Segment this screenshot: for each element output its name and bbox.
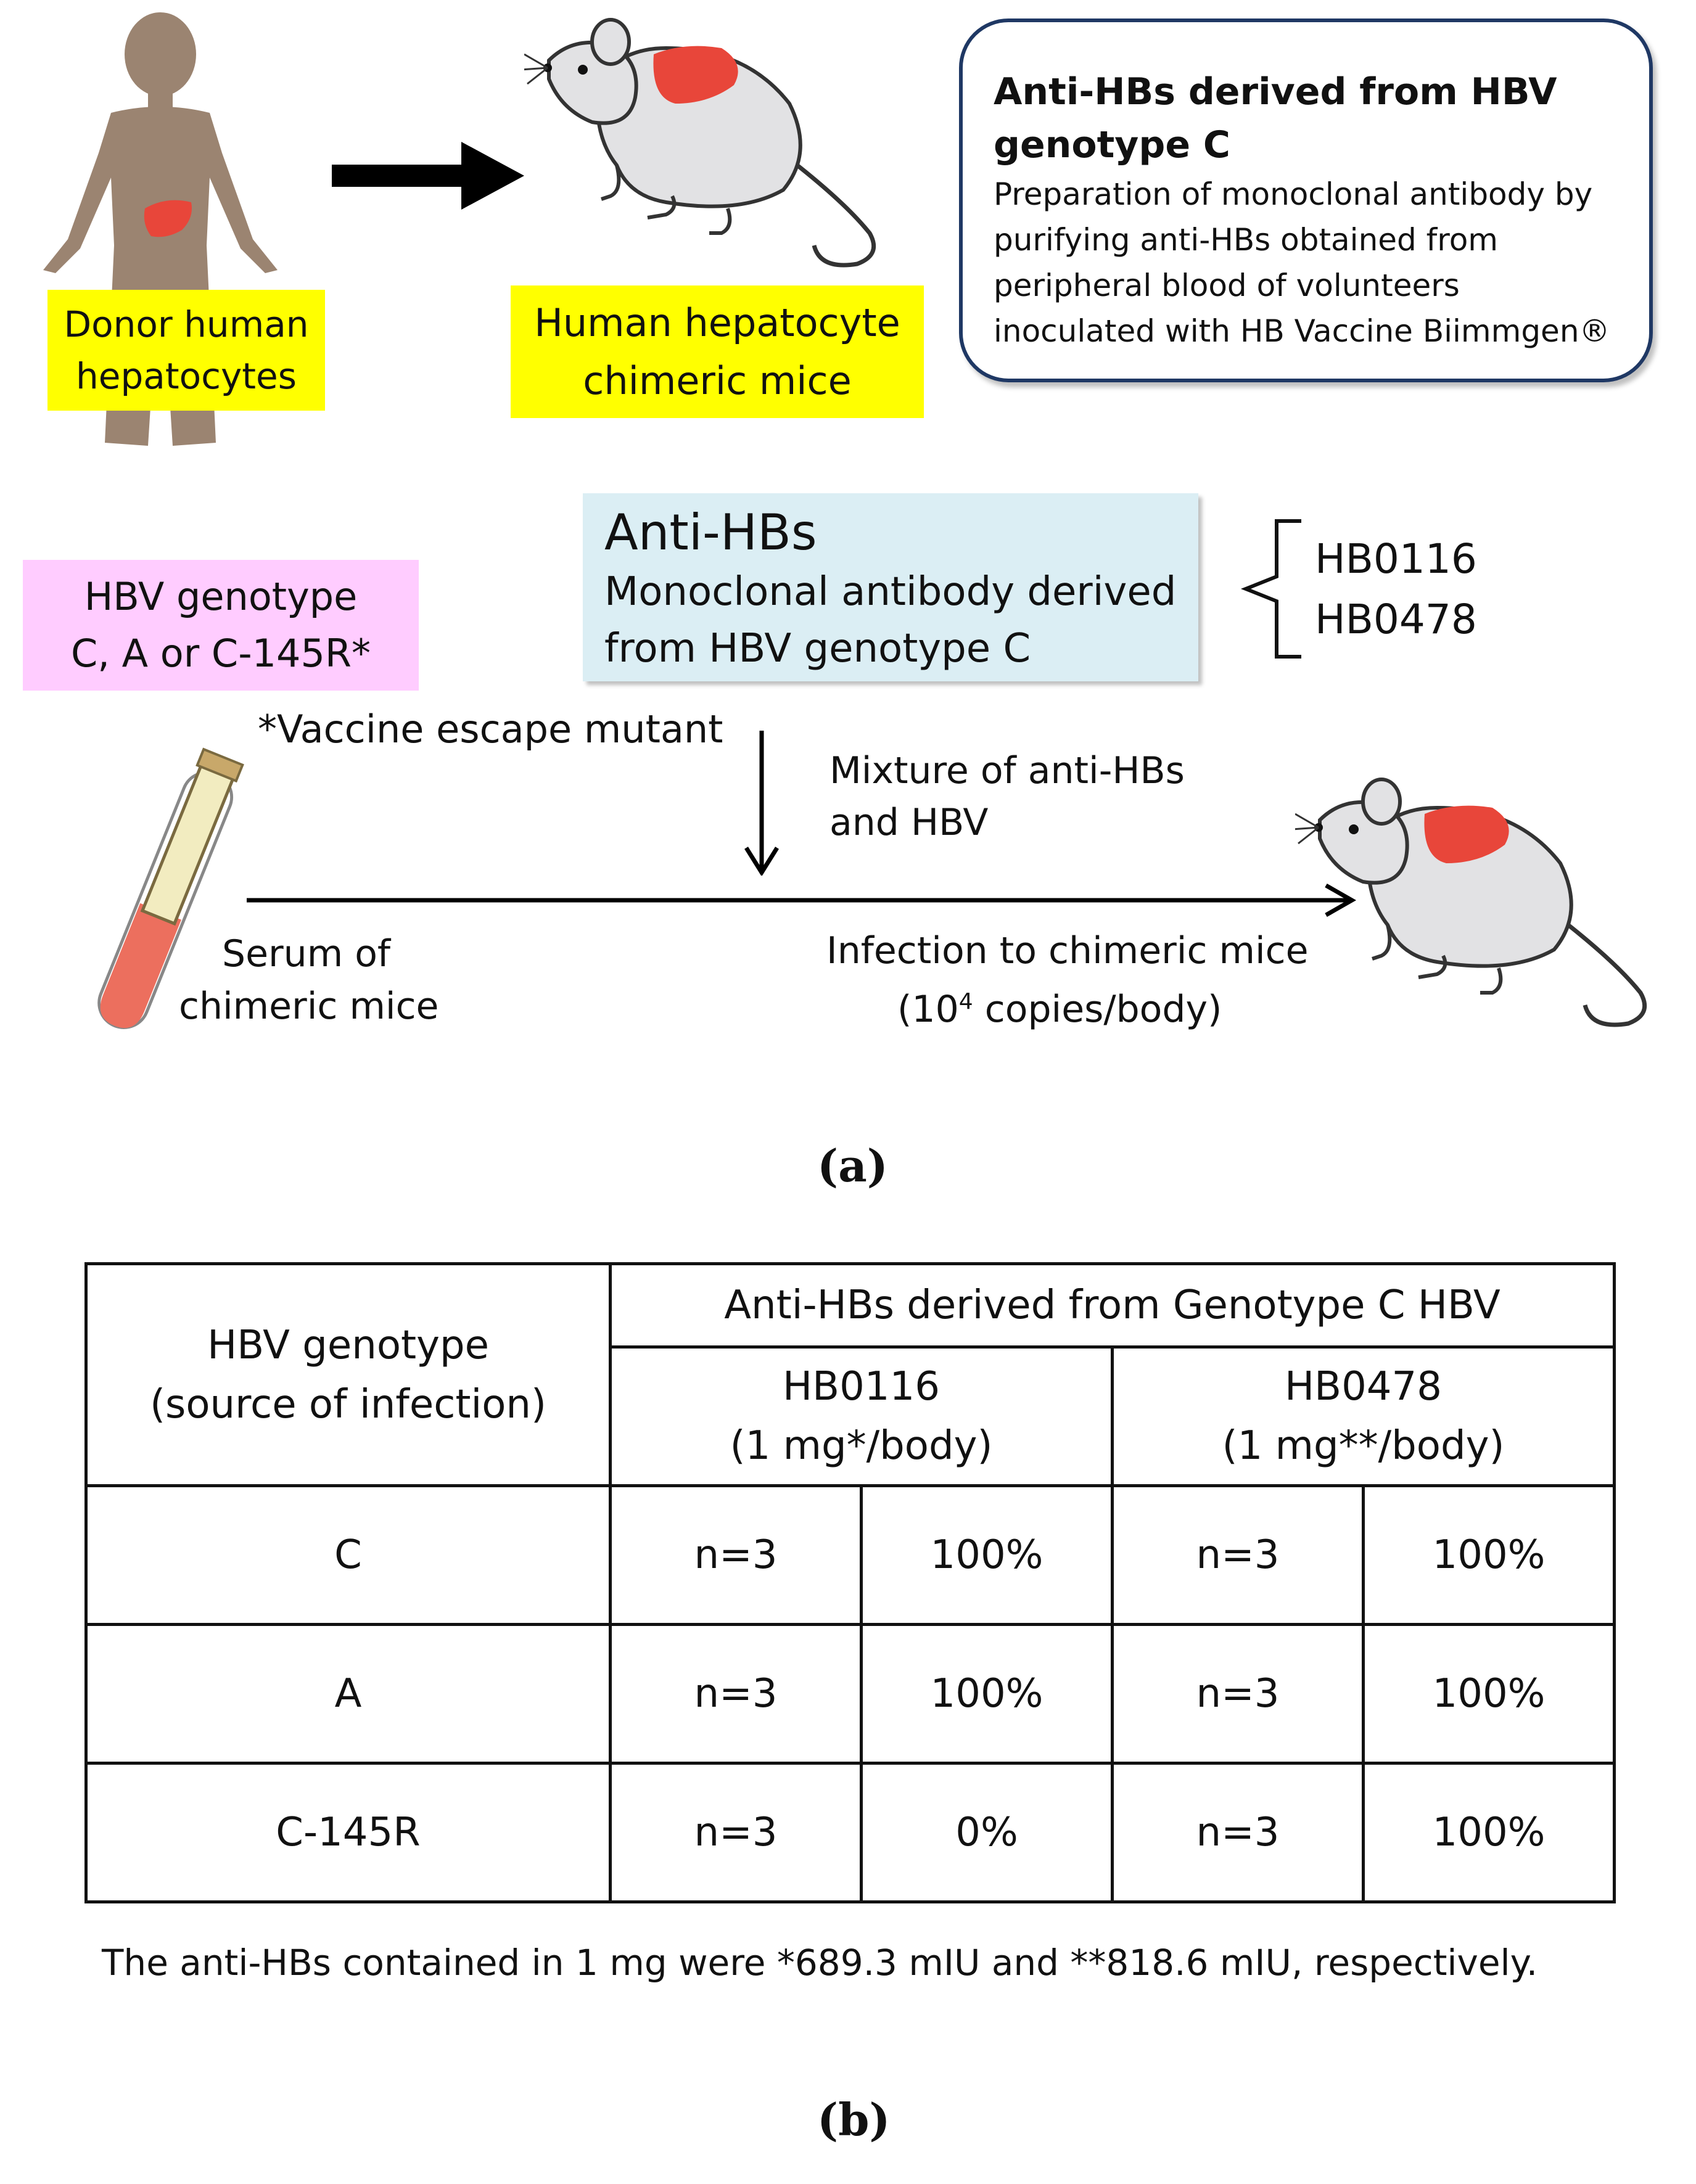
- percent-cell: 100%: [1362, 1762, 1616, 1903]
- down-arrow-icon: [744, 731, 779, 876]
- info-body-3: peripheral blood of volunteers: [994, 268, 1460, 303]
- info-body-2: purifying anti-HBs obtained from: [994, 222, 1499, 258]
- percent-cell: 0%: [860, 1762, 1114, 1903]
- infection-arrow-icon: [247, 883, 1357, 918]
- test-tube-icon: [97, 747, 244, 1030]
- panel-b-label: (b): [817, 2093, 891, 2146]
- mixture-line-2: and HBV: [829, 801, 989, 844]
- table-header-row: HBV genotype (source of infection) Anti-…: [84, 1262, 1616, 1487]
- antibody-id-2: HB0478: [1315, 596, 1477, 643]
- results-table: HBV genotype (source of infection) Anti-…: [84, 1262, 1616, 1903]
- genotype-cell: A: [84, 1623, 612, 1765]
- info-title-1: Anti-HBs derived from HBV: [994, 70, 1557, 113]
- percent-cell: 100%: [1362, 1623, 1616, 1765]
- genotype-box: HBV genotype C, A or C-145R*: [23, 560, 419, 691]
- antibody-source-box: Anti-HBs derived from HBV genotype C Pre…: [959, 18, 1653, 382]
- percent-cell: 100%: [1362, 1484, 1616, 1626]
- donor-label: Donor human hepatocytes: [47, 290, 325, 411]
- serum-line-1: Serum of: [222, 932, 391, 975]
- transplant-arrow-icon: [332, 142, 524, 210]
- antibody-title: Anti-HBs: [604, 504, 817, 561]
- mouse-liver-icon: [653, 46, 738, 104]
- n-cell: n=3: [609, 1762, 863, 1903]
- table-subheader-row: HB0116 (1 mg*/body) HB0478 (1 mg**/body): [86, 1345, 1616, 1487]
- infection-line-2: (104 copies/body): [897, 988, 1222, 1031]
- table-footnote: The anti-HBs contained in 1 mg were *689…: [102, 1942, 1538, 1984]
- infection-line-1: Infection to chimeric mice: [826, 929, 1309, 972]
- serum-line-2: chimeric mice: [179, 985, 439, 1028]
- human-liver-icon: [144, 200, 192, 237]
- genotype-cell: C: [84, 1484, 612, 1626]
- info-title-2: genotype C: [994, 123, 1230, 166]
- genotype-cell: C-145R: [84, 1762, 612, 1903]
- n-cell: n=3: [1111, 1762, 1365, 1903]
- n-cell: n=3: [609, 1623, 863, 1765]
- antibody-line-2: from HBV genotype C: [604, 626, 1031, 671]
- percent-cell: 100%: [860, 1484, 1114, 1626]
- mixture-line-1: Mixture of anti-HBs: [829, 749, 1185, 792]
- n-cell: n=3: [609, 1484, 863, 1626]
- n-cell: n=3: [1111, 1484, 1365, 1626]
- antibody-line-1: Monoclonal antibody derived: [604, 569, 1177, 615]
- human-silhouette-icon: [43, 12, 278, 446]
- antibody-box: Anti-HBs Monoclonal antibody derived fro…: [583, 493, 1198, 681]
- percent-cell: 100%: [860, 1623, 1114, 1765]
- mouse-icon: [524, 18, 876, 268]
- table-row: C-145R n=3 0% n=3 100%: [84, 1762, 1616, 1903]
- info-body-4: inoculated with HB Vaccine Biimmgen®: [994, 313, 1610, 349]
- header-antibody-group: Anti-HBs derived from Genotype C HBV: [609, 1262, 1616, 1349]
- chimeric-mice-label: Human hepatocyte chimeric mice: [511, 285, 924, 418]
- escape-note: *Vaccine escape mutant: [258, 707, 723, 752]
- brace-icon: [1240, 519, 1301, 659]
- table-row: A n=3 100% n=3 100%: [84, 1623, 1616, 1765]
- info-body-1: Preparation of monoclonal antibody by: [994, 176, 1593, 212]
- header-hb0478: HB0478 (1 mg**/body): [1111, 1345, 1616, 1487]
- n-cell: n=3: [1111, 1623, 1365, 1765]
- panel-a-label: (a): [817, 1139, 888, 1192]
- header-genotype: HBV genotype (source of infection): [84, 1262, 612, 1487]
- table-row: C n=3 100% n=3 100%: [84, 1484, 1616, 1626]
- header-hb0116: HB0116 (1 mg*/body): [609, 1345, 1114, 1487]
- antibody-id-1: HB0116: [1315, 535, 1477, 583]
- mouse-liver-icon: [1424, 805, 1509, 863]
- mouse-icon: [1295, 778, 1647, 1027]
